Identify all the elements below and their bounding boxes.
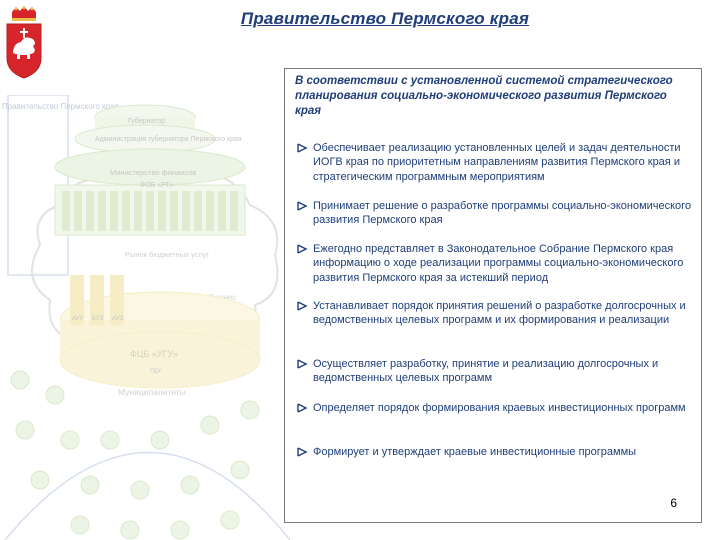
list-item-text: Обеспечивает реализацию установленных це…	[313, 142, 681, 183]
list-item-text: Определяет порядок формирования краевых …	[313, 402, 686, 414]
diagram-label-gsi: ГБУ	[150, 369, 161, 375]
perm-krai-emblem-icon	[6, 6, 42, 79]
list-item: Формирует и утверждает краевые инвестици…	[295, 445, 693, 459]
list-item: Устанавливает порядок принятия решений о…	[295, 299, 693, 328]
arrow-bullet-icon	[297, 143, 308, 153]
intro-text: В соответствии с установленной системой …	[295, 75, 673, 117]
content-panel: В соответствии с установленной системой …	[284, 68, 702, 523]
diagram-label-gov: Правительство Пермского края	[2, 102, 119, 111]
list-item-text: Формирует и утверждает краевые инвестици…	[313, 446, 637, 458]
list-item-text: Принимает решение о разработке программы…	[313, 200, 692, 227]
list-item: Принимает решение о разработке программы…	[295, 199, 693, 228]
diagram-label-business: Бизнес	[210, 293, 236, 302]
diagram-label-fund: ФОБ «РТ»	[140, 182, 174, 189]
page-number: 6	[670, 496, 677, 510]
diagram-label-gov-top: Губернатор	[128, 117, 165, 125]
diagram-label-market: Рынок бюджетных услуг	[125, 250, 209, 259]
diagram-label-ministry: Министерство финансов	[110, 168, 196, 177]
diagram-label-admin: Администрация губернатора Пермского края	[95, 135, 242, 143]
diagram-label-bgu: ФЦБ «УГУ»	[130, 349, 178, 359]
list-item-text: Осуществляет разработку, принятие и реал…	[313, 358, 659, 385]
diagram-label-auu2: БУЗ	[92, 316, 103, 322]
list-item: Ежегодно представляет в Законодательное …	[295, 242, 693, 285]
list-item: Обеспечивает реализацию установленных це…	[295, 141, 693, 184]
arrow-bullet-icon	[297, 447, 308, 457]
list-item-text: Ежегодно представляет в Законодательное …	[313, 243, 684, 284]
diagram-label-auu1: АУУ	[72, 316, 84, 322]
list-item: Осуществляет разработку, принятие и реал…	[295, 357, 693, 386]
diagram-label-auu3: АУЗ	[112, 316, 123, 322]
page-title: Правительство Пермского края	[240, 9, 530, 28]
arrow-bullet-icon	[297, 359, 308, 369]
arrow-bullet-icon	[297, 403, 308, 413]
list-item: Определяет порядок формирования краевых …	[295, 401, 693, 415]
list-item-text: Устанавливает порядок принятия решений о…	[313, 300, 686, 327]
arrow-bullet-icon	[297, 244, 308, 254]
background-structure-diagram: Правительство Пермского края Губернатор …	[2, 95, 290, 540]
arrow-bullet-icon	[297, 301, 308, 311]
arrow-bullet-icon	[297, 201, 308, 211]
diagram-label-municipal: Муниципалитеты	[118, 387, 186, 397]
